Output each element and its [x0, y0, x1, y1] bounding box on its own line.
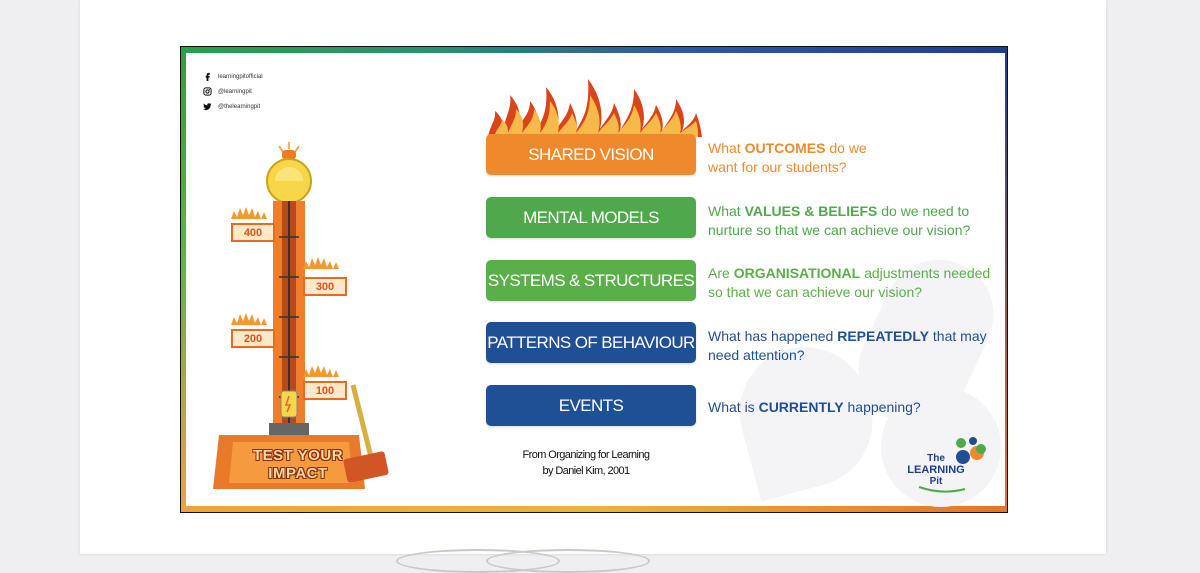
social-row: @learningpit — [203, 84, 263, 99]
page-edge-arc-right — [486, 549, 650, 573]
question-text: that may — [929, 328, 987, 344]
question-keyword: OUTCOMES — [744, 140, 826, 156]
level-shared-vision[interactable]: SHARED VISION — [486, 134, 696, 175]
level-patterns-of-behaviour[interactable]: PATTERNS OF BEHAVIOUR — [486, 322, 696, 363]
question-text: Are — [708, 265, 734, 281]
logo-text: LEARNING — [907, 464, 965, 476]
strength-tester-illustration — [213, 142, 389, 489]
question-text: want for our students? — [708, 159, 847, 175]
alarm-light-icon — [278, 142, 300, 160]
bell-highlight — [275, 167, 303, 181]
score-sign: 300 — [303, 277, 347, 296]
question-values-beliefs: What VALUES & BELIEFS do we need to nurt… — [708, 202, 998, 240]
score-sign: 100 — [303, 381, 347, 400]
question-repeatedly: What has happened REPEATEDLY that may ne… — [708, 327, 998, 365]
score-sign: 200 — [231, 329, 275, 348]
flames-graphic — [488, 79, 702, 137]
tester-label-line2: IMPACT — [268, 465, 328, 482]
tester-base-cap — [269, 423, 309, 435]
question-organisational: Are ORGANISATIONAL adjustments needed so… — [708, 264, 998, 302]
question-text: What — [708, 203, 745, 219]
question-text: do we — [825, 140, 867, 156]
slide-border-top — [181, 47, 1007, 53]
question-text: What is — [708, 399, 759, 415]
logo-mark-icon — [956, 437, 986, 464]
source-credit: From Organizing for Learning by Daniel K… — [487, 447, 685, 479]
question-keyword: REPEATEDLY — [837, 328, 930, 344]
credit-line1: From Organizing for Learning — [522, 449, 650, 461]
hammer-icon — [343, 451, 389, 483]
slide-border-left — [181, 47, 186, 512]
question-outcomes: What OUTCOMES do we want for our student… — [708, 139, 998, 177]
facebook-icon — [205, 72, 210, 81]
question-text: What — [708, 140, 745, 156]
social-handle[interactable]: learningpitofficial — [218, 73, 263, 80]
question-text: adjustments needed — [860, 265, 991, 281]
credit-line2: by Daniel Kim, 2001 — [542, 465, 630, 477]
question-text: need attention? — [708, 347, 805, 363]
slide-border-bottom — [181, 506, 1007, 512]
level-events[interactable]: EVENTS — [486, 385, 696, 426]
hammer-handle — [350, 384, 374, 458]
logo-text: Pit — [929, 476, 943, 487]
social-handle[interactable]: @learningpit — [218, 88, 252, 95]
slide-image: learningpitofficial @learningpit @thelea… — [180, 46, 1008, 513]
social-handle[interactable]: @thelearningpit — [218, 103, 261, 110]
learning-pit-logo: The LEARNING Pit — [907, 435, 997, 495]
instagram-icon — [203, 87, 212, 96]
level-systems-structures[interactable]: SYSTEMS & STRUCTURES — [486, 260, 696, 301]
score-sign: 400 — [231, 223, 275, 242]
social-row: learningpitofficial — [203, 69, 263, 84]
logo-swoosh — [918, 486, 966, 493]
logo-text: The — [927, 453, 945, 464]
question-text: nurture so that we can achieve our visio… — [708, 222, 971, 238]
question-text: What has happened — [708, 328, 838, 344]
question-keyword: CURRENTLY — [758, 399, 844, 415]
question-text: do we need to — [877, 203, 970, 219]
tester-puck — [280, 390, 298, 418]
question-keyword: VALUES & BELIEFS — [744, 203, 878, 219]
twitter-icon — [203, 103, 212, 111]
level-mental-models[interactable]: MENTAL MODELS — [486, 197, 696, 238]
social-handles: learningpitofficial @learningpit @thelea… — [203, 69, 263, 114]
question-text: so that we can achieve our vision? — [708, 284, 923, 300]
question-keyword: ORGANISATIONAL — [733, 265, 861, 281]
social-row: @thelearningpit — [203, 99, 263, 114]
slide-border-right — [1005, 47, 1007, 512]
question-text: happening? — [843, 399, 921, 415]
question-currently: What is CURRENTLY happening? — [708, 398, 998, 417]
tester-label-line1: TEST YOUR — [252, 447, 344, 464]
